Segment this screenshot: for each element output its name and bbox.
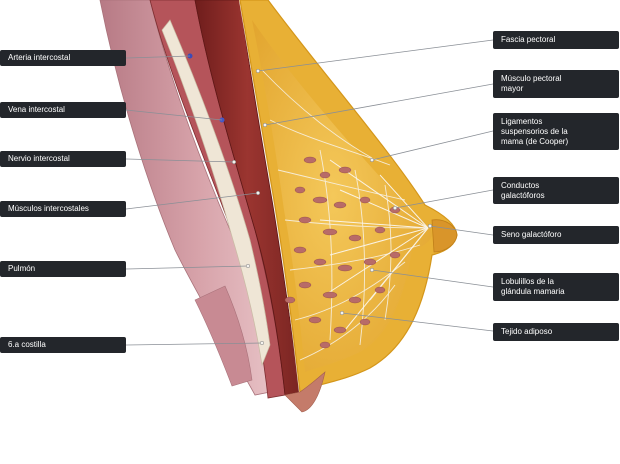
leader-musculos [125, 192, 259, 210]
label-lobulillos-glandula-mamaria: Lobulillos de la glándula mamaria [493, 273, 619, 301]
label-pulmon: Pulmón [0, 261, 126, 277]
leader-pulmon [125, 265, 249, 270]
breast-inner [252, 20, 432, 372]
leader-pectoral [264, 83, 494, 126]
skin-lower-fold [284, 371, 326, 413]
label-arteria-intercostal: Arteria intercostal [0, 50, 126, 66]
label-seno-galactoforo: Seno galactóforo [493, 226, 619, 244]
leader-tejido [341, 312, 494, 332]
lung-lower [194, 285, 253, 387]
label-tejido-adiposo: Tejido adiposo [493, 323, 619, 341]
leader-seno [429, 225, 494, 236]
leader-fascia [257, 39, 494, 72]
nipple [431, 219, 458, 253]
leader-conductos [394, 189, 494, 209]
leader-nervio [125, 158, 235, 163]
leader-arteria [125, 55, 191, 59]
leader-lobulillos [371, 269, 494, 288]
rib-6 [161, 19, 271, 367]
label-conductos-galactoforos: Conductos galactóforos [493, 177, 619, 204]
leader-endpoints [231, 68, 433, 346]
label-ligamentos-cooper: Ligamentos suspensorios de la mama (de C… [493, 113, 619, 150]
label-fascia-pectoral: Fascia pectoral [493, 31, 619, 49]
label-vena-intercostal: Vena intercostal [0, 102, 126, 118]
mammary-lobules [284, 156, 401, 349]
leader-lines [125, 39, 494, 346]
label-musculo-pectoral-mayor: Músculo pectoral mayor [493, 70, 619, 98]
leader-costilla [125, 342, 263, 346]
leader-vena [125, 109, 223, 121]
label-nervio-intercostal: Nervio intercostal [0, 151, 126, 167]
leader-ligamentos [371, 130, 494, 161]
label-sexta-costilla: 6.a costilla [0, 337, 126, 353]
label-musculos-intercostales: Músculos intercostales [0, 201, 126, 217]
